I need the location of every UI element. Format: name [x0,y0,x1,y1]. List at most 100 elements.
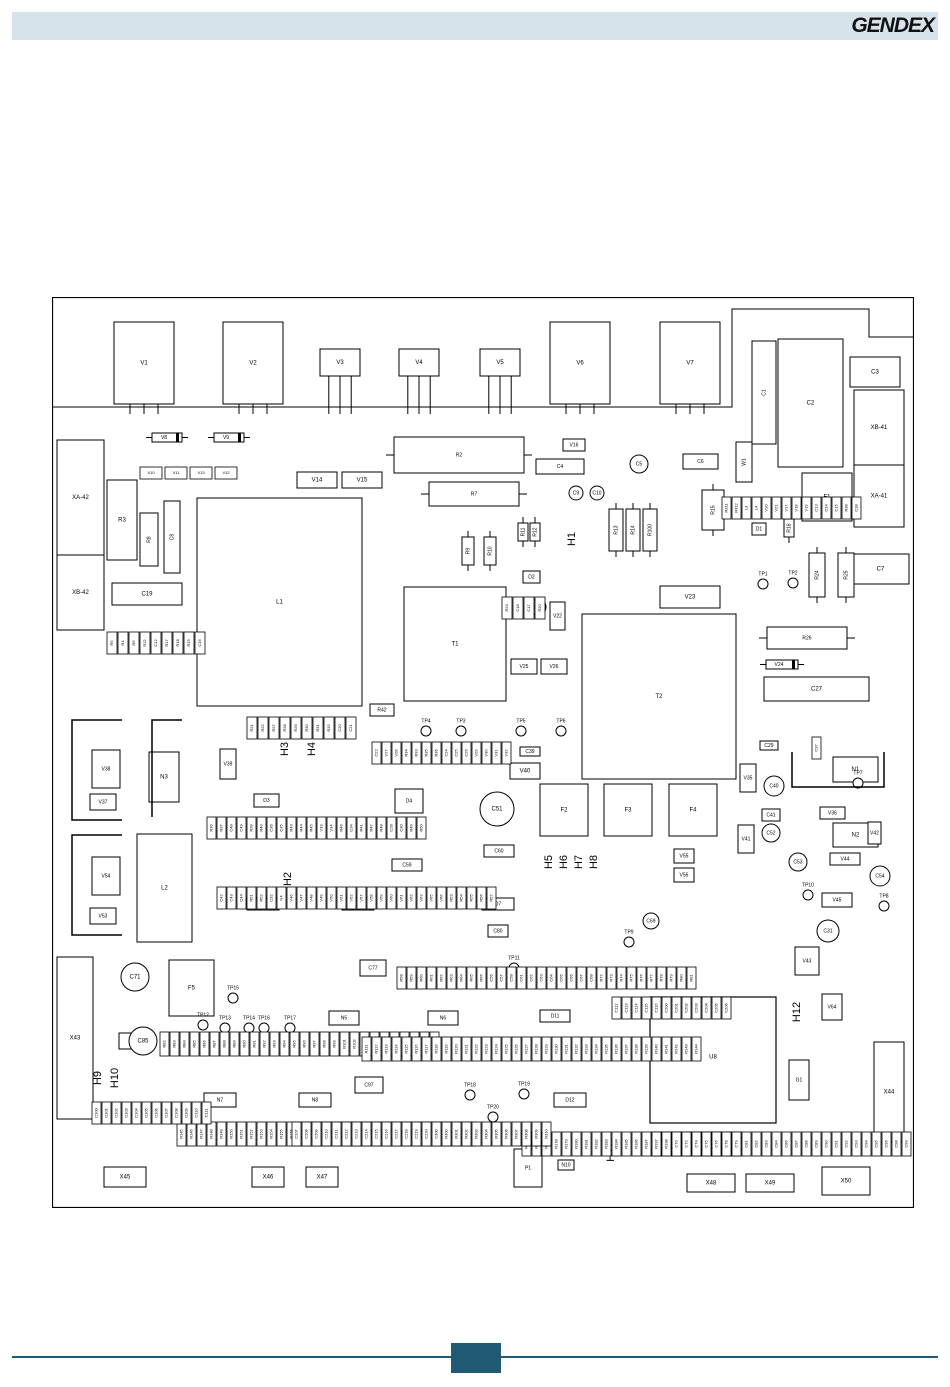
component-x47 [305,1166,339,1188]
smd-r146-label: R146 [189,1128,194,1138]
smd-r86 [199,1031,210,1057]
smd-c202-label: C202 [684,1002,689,1012]
component-c19-label: C19 [141,592,153,598]
resistor-r24 [808,552,826,598]
smd-r129 [541,1036,552,1062]
test-point-tp17 [284,1022,296,1034]
smd-r125-label: R125 [504,1043,509,1053]
smd-r80 [676,966,687,990]
smd-c108-label: C108 [174,1107,179,1117]
smd-c107 [161,1101,172,1125]
smd-r59 [406,966,417,990]
smd-r187 [641,1131,652,1157]
smd-r29-label: R29 [293,724,298,732]
smd-r4-label: R4 [120,640,125,646]
smd-v48-label: V48 [309,894,314,902]
smd-r41 [356,816,367,840]
component-f2 [539,783,589,837]
smd-r179-label: R179 [564,1138,569,1148]
smd-r30 [301,716,313,740]
smd-r102-label: R102 [352,1038,357,1048]
component-c60-label: C60 [494,848,503,854]
capacitor-c10-label: C10 [592,490,601,496]
smd-r149-label: R149 [219,1128,224,1138]
component-f5-label: F5 [188,986,196,992]
smd-c89-label: C89 [814,1140,819,1148]
smd-c34 [346,816,357,840]
component-x50 [821,1166,871,1196]
smd-v66-label: V66 [439,894,444,902]
capacitor-c54 [869,865,891,887]
component-c77 [359,959,387,977]
component-v22 [549,601,566,631]
smd-r130 [551,1036,562,1062]
smd-c28 [386,816,397,840]
smd-r126 [511,1036,522,1062]
smd-v34 [326,816,337,840]
smd-r35-label: R35 [424,749,429,757]
smd-r311 [721,496,732,520]
smd-c79 [731,1131,742,1157]
component-v41 [737,824,755,854]
component-v45 [821,892,853,908]
smd-c13-label: C13 [814,504,819,512]
component-v38-label: V38 [102,766,111,772]
smd-r153-label: R153 [259,1128,264,1138]
smd-r33-label: R33 [414,749,419,757]
smd-r31-label: R31 [315,724,320,732]
smd-r61-label: R61 [429,974,434,982]
component-x49-label: X49 [765,1181,776,1187]
smd-r59-label: R59 [409,974,414,982]
component-c39 [519,746,541,757]
component-v15-label: V15 [357,478,368,484]
smd-v46 [286,886,297,910]
smd-r134 [591,1036,602,1062]
component-x45-label: X45 [120,1175,131,1181]
smd-c102-label: C102 [114,1107,119,1117]
component-v41-label: V41 [742,836,751,842]
component-r3 [106,479,138,561]
component-v2-label: V2 [249,361,257,367]
component-v44-label: V44 [841,856,850,862]
smd-rj2-label: RJ2 [142,639,147,647]
smd-r57-label: R57 [489,894,494,902]
test-point-tp20-label: TP20 [487,1104,499,1110]
component-d4-label: D4 [406,798,413,804]
smd-r22-label: R22 [260,724,265,732]
smd-r91 [249,1031,260,1057]
smd-c91-label: C91 [834,1140,839,1148]
component-g1 [788,1059,810,1101]
component-g1-label: G1 [796,1077,803,1083]
smd-c300 [431,1121,442,1147]
smd-v59-label: V59 [379,894,384,902]
test-point-tp4-label: TP4 [421,718,430,724]
smd-r73 [606,966,617,990]
smd-r46-label: R46 [339,824,344,832]
smd-v62 [406,886,417,910]
smd-c94 [861,1131,872,1157]
smd-r55-label: R55 [469,894,474,902]
smd-r87-label: R87 [212,1040,217,1048]
smd-r120 [451,1036,462,1062]
smd-r301 [451,1121,462,1147]
test-point-tp3 [455,725,467,737]
smd-r129-label: R129 [544,1043,549,1053]
smd-r97 [309,1031,320,1057]
smd-c111 [201,1101,212,1125]
smd-r148 [206,1121,217,1147]
smd-c43 [226,886,237,910]
smd-r131 [561,1036,572,1062]
smd-r50-label: R50 [419,824,424,832]
smd-v17-label: V17 [784,504,789,512]
smd-c44-label: C44 [239,894,244,902]
test-point-tp8 [878,900,890,912]
component-xa-41-label: XA-41 [871,494,888,500]
diode-band [238,433,241,442]
smd-r6 [128,631,140,655]
resistor-r2-label: R2 [456,452,463,458]
smd-c113-label: C113 [624,1003,629,1013]
smd-r95-label: R95 [292,1040,297,1048]
smd-r140 [651,1036,662,1062]
resistor-r25-label: R25 [843,570,849,579]
smd-v33 [316,816,327,840]
